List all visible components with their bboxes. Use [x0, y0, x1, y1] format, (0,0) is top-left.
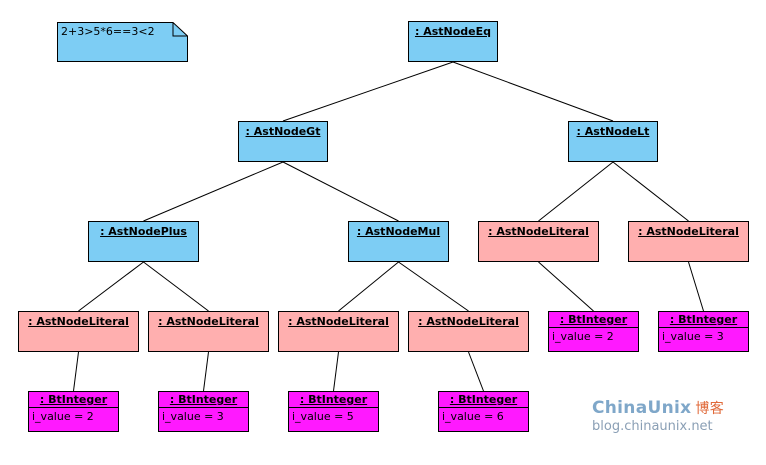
edge-lit_mul_left-bt_mul_left: [333, 351, 339, 392]
edge-lit_plus_left-bt_plus_left: [73, 351, 79, 392]
node-attribute: i_value = 3: [162, 410, 224, 423]
ast-node-eq[interactable]: : AstNodeEq: [408, 21, 498, 62]
node-title: : BtInteger: [289, 392, 378, 408]
edge-eq-gt: [282, 61, 454, 122]
ast-node-gt[interactable]: : AstNodeGt: [238, 121, 328, 162]
bt-integer-node[interactable]: : BtInteger i_value = 3: [658, 311, 749, 352]
watermark-url: blog.chinaunix.net: [592, 419, 713, 434]
edge-lit_lt_right-bt_lt_right: [688, 261, 704, 312]
node-attribute: i_value = 5: [292, 410, 354, 423]
note-text: 2+3>5*6==3<2: [61, 25, 155, 38]
node-title: : BtInteger: [29, 392, 118, 408]
ast-node-literal[interactable]: : AstNodeLiteral: [278, 311, 399, 352]
ast-node-lt[interactable]: : AstNodeLt: [568, 121, 658, 162]
note-shape: [57, 22, 188, 62]
edge-lt-lit_lt_left: [538, 161, 614, 222]
edge-plus-lit_plus_left: [78, 261, 144, 312]
watermark-brand-name: ChinaUnix: [592, 398, 692, 418]
node-attribute: i_value = 6: [442, 410, 504, 423]
edge-lit_mul_right-bt_mul_right: [468, 351, 484, 392]
node-title: : AstNodePlus: [100, 225, 187, 238]
edge-lit_lt_left-bt_lt_left: [538, 261, 594, 312]
bt-integer-node[interactable]: : BtInteger i_value = 2: [28, 391, 119, 432]
edge-lt-lit_lt_right: [612, 161, 689, 222]
ast-node-literal[interactable]: : AstNodeLiteral: [628, 221, 749, 262]
node-title: : AstNodeLiteral: [288, 315, 389, 328]
node-attribute: i_value = 2: [32, 410, 94, 423]
node-attribute: i_value = 2: [552, 330, 614, 343]
ast-node-literal[interactable]: : AstNodeLiteral: [18, 311, 139, 352]
node-title: : AstNodeLiteral: [418, 315, 519, 328]
node-title: : AstNodeLiteral: [638, 225, 739, 238]
ast-node-plus[interactable]: : AstNodePlus: [88, 221, 199, 262]
ast-node-literal[interactable]: : AstNodeLiteral: [408, 311, 529, 352]
edge-plus-lit_plus_right: [143, 261, 209, 312]
bt-integer-node[interactable]: : BtInteger i_value = 2: [548, 311, 639, 352]
expression-note: 2+3>5*6==3<2: [57, 22, 188, 62]
node-title: : AstNodeMul: [356, 225, 441, 238]
ast-node-literal[interactable]: : AstNodeLiteral: [478, 221, 599, 262]
ast-node-literal[interactable]: : AstNodeLiteral: [148, 311, 269, 352]
edge-eq-lt: [452, 61, 614, 122]
edge-lit_plus_right-bt_plus_right: [203, 351, 209, 392]
ast-node-mul[interactable]: : AstNodeMul: [348, 221, 449, 262]
edge-mul-lit_mul_left: [338, 261, 399, 312]
node-title: : AstNodeLiteral: [28, 315, 129, 328]
bt-integer-node[interactable]: : BtInteger i_value = 6: [438, 391, 529, 432]
bt-integer-node[interactable]: : BtInteger i_value = 5: [288, 391, 379, 432]
node-title: : AstNodeLiteral: [488, 225, 589, 238]
edge-mul-lit_mul_right: [398, 261, 469, 312]
node-attribute: i_value = 3: [662, 330, 724, 343]
node-title: : BtInteger: [159, 392, 248, 408]
node-title: : AstNodeGt: [245, 125, 321, 138]
watermark-brand-cn: 博客: [695, 401, 724, 417]
node-title: : AstNodeLt: [576, 125, 650, 138]
node-title: : AstNodeEq: [414, 25, 492, 38]
node-title: : BtInteger: [439, 392, 528, 408]
bt-integer-node[interactable]: : BtInteger i_value = 3: [158, 391, 249, 432]
node-title: : BtInteger: [659, 312, 748, 328]
edge-gt-plus: [143, 161, 284, 222]
node-title: : AstNodeLiteral: [158, 315, 259, 328]
node-title: : BtInteger: [549, 312, 638, 328]
edge-gt-mul: [282, 161, 399, 222]
